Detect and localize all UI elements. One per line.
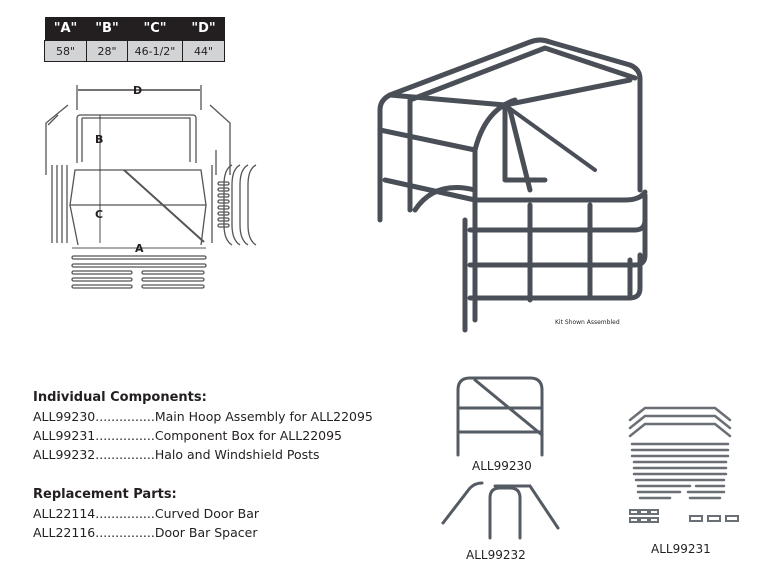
replacement-parts-section: Replacement Parts: ALL22114.............… (33, 485, 259, 542)
individual-components-heading: Individual Components: (33, 390, 207, 405)
halo-image (441, 481, 560, 540)
component-item: ALL99231...............Component Box for… (33, 428, 343, 443)
dimension-label-d: D (133, 84, 143, 97)
replacement-item: ALL22114...............Curved Door Bar (33, 506, 260, 521)
dimensions-table: "A" "B" "C" "D" 58" 28" 46-1/2" 44" (44, 17, 225, 62)
main-hoop-image (456, 376, 544, 457)
photo-caption: Kit Shown Assembled (555, 319, 620, 326)
individual-components-section: Individual Components: ALL99230.........… (33, 388, 373, 464)
main-hoop-label: ALL99230 (472, 459, 532, 473)
value-d: 44" (182, 40, 225, 62)
header-d: "D" (182, 17, 225, 41)
dimension-diagram (45, 85, 257, 289)
replacement-item: ALL22116...............Door Bar Spacer (33, 525, 258, 540)
dimension-label-a: A (135, 242, 144, 255)
value-a: 58" (44, 40, 87, 62)
component-box-image (628, 406, 739, 523)
dimension-label-c: C (95, 208, 104, 221)
header-c: "C" (127, 17, 183, 41)
value-c: 46-1/2" (127, 40, 183, 62)
assembled-cage-image (377, 37, 648, 333)
replacement-parts-heading: Replacement Parts: (33, 487, 177, 502)
header-b: "B" (86, 17, 128, 41)
dimension-label-b: B (95, 133, 104, 146)
component-box-label: ALL99231 (651, 542, 711, 556)
component-item: ALL99232...............Halo and Windshie… (33, 447, 320, 462)
halo-label: ALL99232 (466, 548, 526, 562)
header-a: "A" (44, 17, 87, 41)
component-item: ALL99230...............Main Hoop Assembl… (33, 409, 373, 424)
